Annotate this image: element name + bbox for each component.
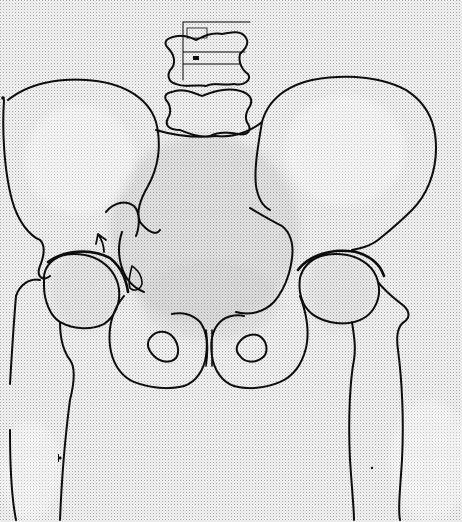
pelvis-drawing (0, 0, 462, 522)
pelvis-xray-tracing (0, 0, 462, 522)
